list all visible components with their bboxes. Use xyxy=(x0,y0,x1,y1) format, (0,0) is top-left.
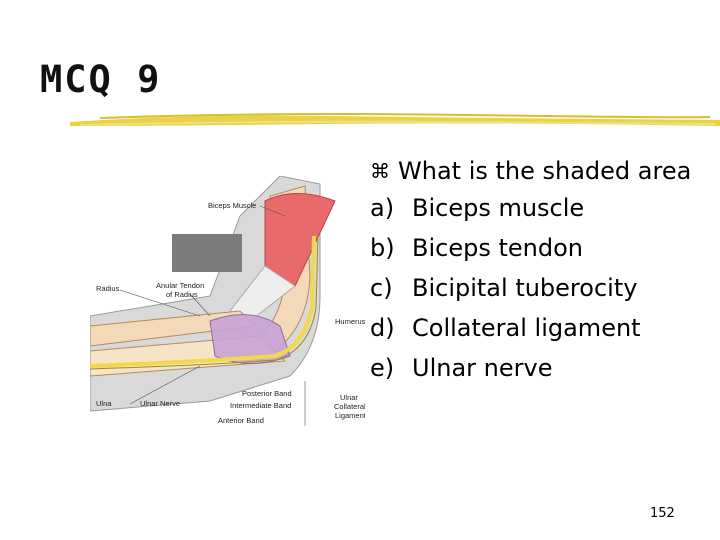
page-number: 152 xyxy=(650,506,675,521)
option-text: Ulnar nerve xyxy=(412,354,553,382)
label-anular-tendon-1: Anular Tendon xyxy=(156,281,204,290)
option-a: a) Biceps muscle xyxy=(370,188,700,228)
label-ulnar-collateral-2: Collateral xyxy=(334,402,365,411)
question-block: ⌘ What is the shaded area a) Biceps musc… xyxy=(370,154,700,388)
option-b: b) Biceps tendon xyxy=(370,228,700,268)
label-anular-tendon-2: of Radius xyxy=(166,290,198,299)
option-c: c) Bicipital tuberocity xyxy=(370,268,700,308)
label-ulnar-collateral-3: Ligament xyxy=(335,411,365,420)
option-letter: a) xyxy=(370,194,395,222)
option-letter: e) xyxy=(370,354,395,382)
elbow-anatomy-figure: Biceps Muscle Radius Anular Tendon of Ra… xyxy=(90,176,365,426)
bullet-icon: ⌘ xyxy=(370,159,390,183)
option-text: Biceps tendon xyxy=(412,234,583,262)
label-humerus: Humerus xyxy=(335,317,365,326)
question-text: What is the shaded area xyxy=(398,157,692,185)
label-posterior-band: Posterior Band xyxy=(242,389,292,398)
option-text: Biceps muscle xyxy=(412,194,585,222)
option-letter: d) xyxy=(370,314,395,342)
slide-title: MCQ 9 xyxy=(40,58,162,101)
option-letter: b) xyxy=(370,234,395,262)
title-underline xyxy=(70,113,720,126)
option-text: Bicipital tuberocity xyxy=(412,274,638,302)
shaded-area-marker xyxy=(172,234,242,272)
label-ulna: Ulna xyxy=(96,399,112,408)
label-biceps-muscle: Biceps Muscle xyxy=(208,201,256,210)
label-ulnar-nerve: Ulnar Nerve xyxy=(140,399,180,408)
label-anterior-band: Anterior Band xyxy=(218,416,264,425)
label-radius: Radius xyxy=(96,284,120,293)
option-text: Collateral ligament xyxy=(412,314,641,342)
label-ulnar-collateral-1: Ulnar xyxy=(340,393,358,402)
option-letter: c) xyxy=(370,274,393,302)
question-line: ⌘ What is the shaded area xyxy=(370,154,700,188)
option-d: d) Collateral ligament xyxy=(370,308,700,348)
option-e: e) Ulnar nerve xyxy=(370,348,700,388)
label-intermediate-band: Intermediate Band xyxy=(230,401,291,410)
